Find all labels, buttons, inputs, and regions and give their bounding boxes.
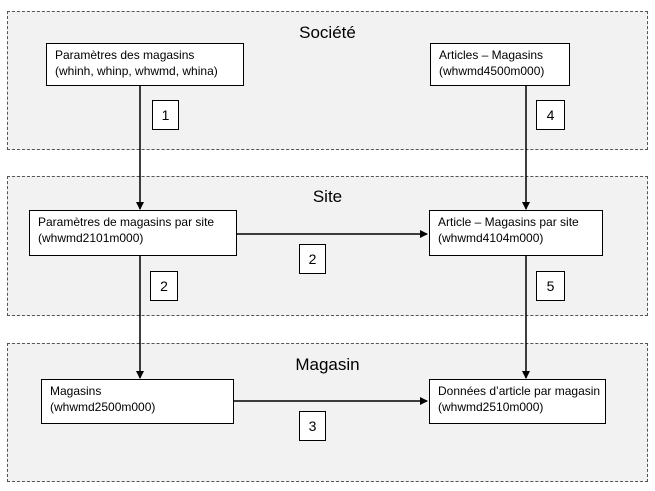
zone-title-societe: Société	[299, 23, 356, 42]
box-label: Article – Magasins par site	[438, 215, 579, 229]
zone-title-magasin: Magasin	[295, 355, 360, 374]
step-2-horizontal-badge: 2	[299, 244, 326, 274]
box-code: (whinh, whinp, whwmd, whina)	[55, 64, 218, 78]
box-label: Paramètres des magasins	[55, 48, 195, 62]
box-code: (whwmd2500m000)	[50, 400, 156, 414]
box-code: (whwmd4500m000)	[439, 64, 545, 78]
box-parametres-par-site: Paramètres de magasins par site (whwmd21…	[29, 210, 237, 256]
box-label: Magasins	[50, 384, 102, 398]
box-donnees-article: Données d’article par magasin (whwmd2510…	[429, 379, 606, 424]
step-5-badge: 5	[536, 271, 565, 301]
step-2-vertical-badge: 2	[150, 271, 178, 301]
box-magasins: Magasins (whwmd2500m000)	[41, 379, 234, 424]
step-4-badge: 4	[536, 100, 565, 130]
step-1-badge: 1	[152, 100, 179, 130]
box-label: Paramètres de magasins par site	[38, 215, 215, 229]
box-code: (whwmd2510m000)	[438, 400, 544, 414]
box-articles-magasins: Articles – Magasins (whwmd4500m000)	[430, 43, 570, 86]
box-code: (whwmd2101m000)	[38, 231, 144, 245]
step-3-badge: 3	[299, 411, 326, 441]
box-code: (whwmd4104m000)	[438, 231, 544, 245]
box-article-magasins-site: Article – Magasins par site (whwmd4104m0…	[429, 210, 603, 256]
box-label: Articles – Magasins	[439, 48, 544, 62]
zone-title-site: Site	[312, 187, 343, 206]
box-parametres-magasins: Paramètres des magasins (whinh, whinp, w…	[46, 43, 244, 86]
box-label: Données d’article par magasin	[438, 384, 601, 398]
